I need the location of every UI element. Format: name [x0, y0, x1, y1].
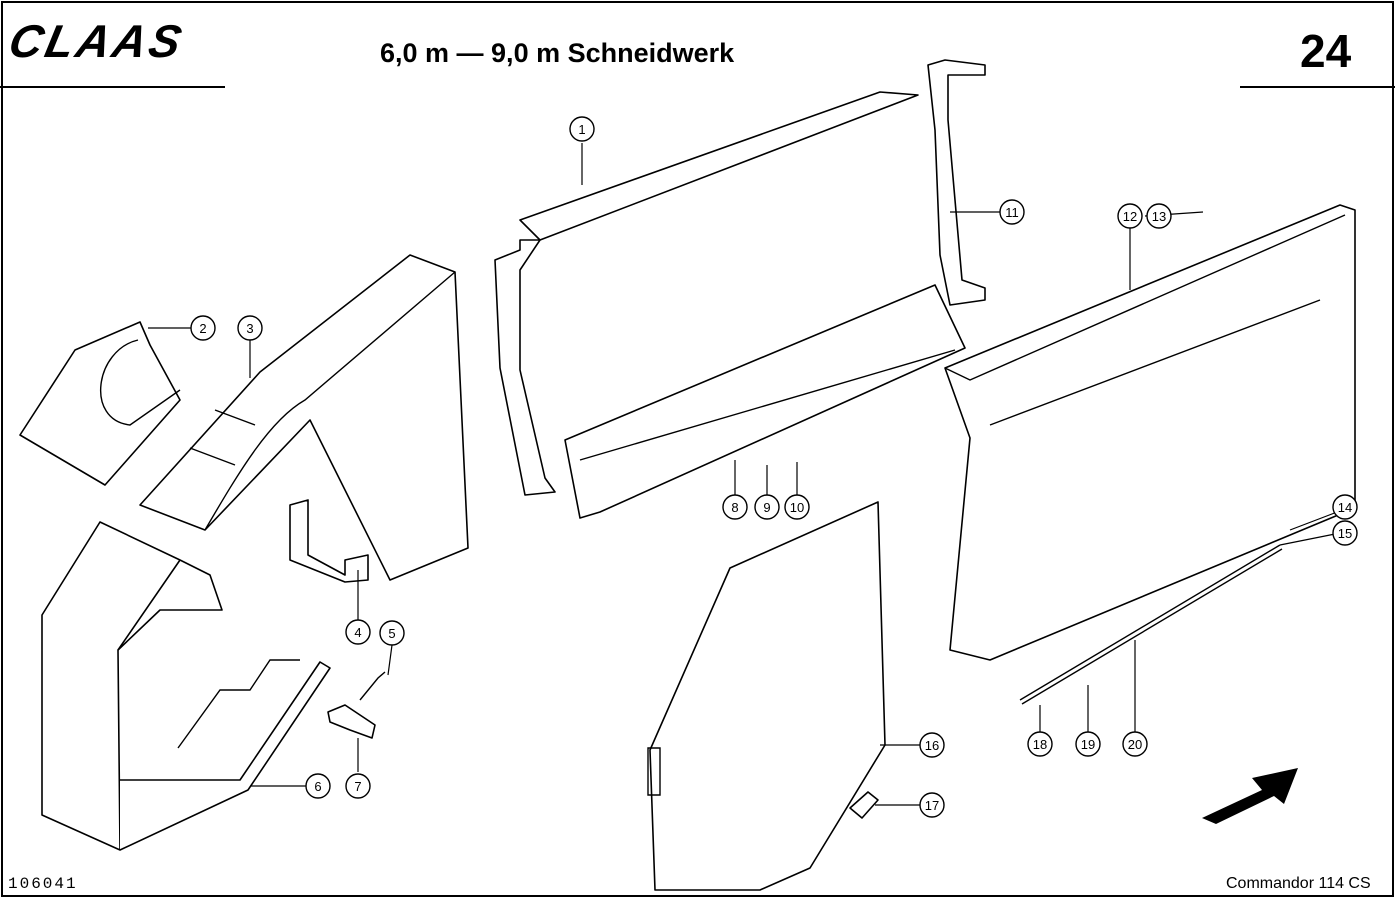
svg-text:15: 15 [1338, 526, 1352, 541]
part-11-vertical-bracket [927, 59, 986, 306]
part-6-lower-hood [41, 521, 331, 851]
part-20-rod [1019, 544, 1283, 705]
part-17-small-plate [849, 791, 879, 819]
svg-text:1: 1 [578, 122, 585, 137]
part-3-side-cover [139, 254, 469, 581]
callout-2: 2 [190, 315, 216, 341]
callout-20: 20 [1122, 731, 1148, 757]
svg-text:19: 19 [1081, 737, 1095, 752]
part-8-lower-channel [564, 284, 966, 519]
callout-14: 14 [1332, 494, 1358, 520]
callout-8: 8 [722, 494, 748, 520]
direction-arrow-icon [1202, 768, 1298, 824]
callout-12: 12 [1117, 203, 1143, 229]
part-2-plate [19, 321, 181, 486]
svg-text:12: 12 [1123, 209, 1137, 224]
model-name: Commandor 114 CS [1226, 875, 1371, 892]
svg-text:3: 3 [246, 321, 253, 336]
svg-text:13: 13 [1152, 209, 1166, 224]
callout-18: 18 [1027, 731, 1053, 757]
callout-7: 7 [345, 773, 371, 799]
svg-text:20: 20 [1128, 737, 1142, 752]
svg-text:8: 8 [731, 500, 738, 515]
callout-10: 10 [784, 494, 810, 520]
part-12-side-panel [944, 204, 1356, 661]
page-title: 6,0 m — 9,0 m Schneidwerk [380, 38, 735, 68]
svg-text:4: 4 [354, 625, 361, 640]
part-7-latch [327, 704, 376, 739]
callout-16: 16 [919, 732, 945, 758]
part-4-bracket [289, 499, 369, 583]
part-5-pin [359, 671, 386, 701]
svg-text:11: 11 [1005, 205, 1019, 220]
callout-17: 17 [919, 792, 945, 818]
callout-4: 4 [345, 619, 371, 645]
logo-underline [0, 86, 225, 88]
svg-text:17: 17 [925, 798, 939, 813]
callout-6: 6 [305, 773, 331, 799]
document-number: 106041 [8, 875, 78, 893]
svg-text:16: 16 [925, 738, 939, 753]
svg-text:10: 10 [790, 500, 804, 515]
part-16-door-panel [647, 501, 886, 891]
page-number: 24 [1300, 25, 1352, 77]
callout-5: 5 [379, 620, 405, 646]
svg-text:7: 7 [354, 779, 361, 794]
callout-15: 15 [1332, 520, 1358, 546]
callout-3: 3 [237, 315, 263, 341]
svg-text:2: 2 [199, 321, 206, 336]
svg-text:5: 5 [388, 626, 395, 641]
svg-text:14: 14 [1338, 500, 1352, 515]
page-number-underline [1240, 86, 1395, 88]
callout-19: 19 [1075, 731, 1101, 757]
svg-text:18: 18 [1033, 737, 1047, 752]
svg-text:6: 6 [314, 779, 321, 794]
part-1-upper-frame [494, 91, 919, 496]
callout-11: 11 [999, 199, 1025, 225]
svg-text:9: 9 [763, 500, 770, 515]
callout-9: 9 [754, 494, 780, 520]
callout-13: 13 [1146, 203, 1172, 229]
callout-1: 1 [569, 116, 595, 142]
